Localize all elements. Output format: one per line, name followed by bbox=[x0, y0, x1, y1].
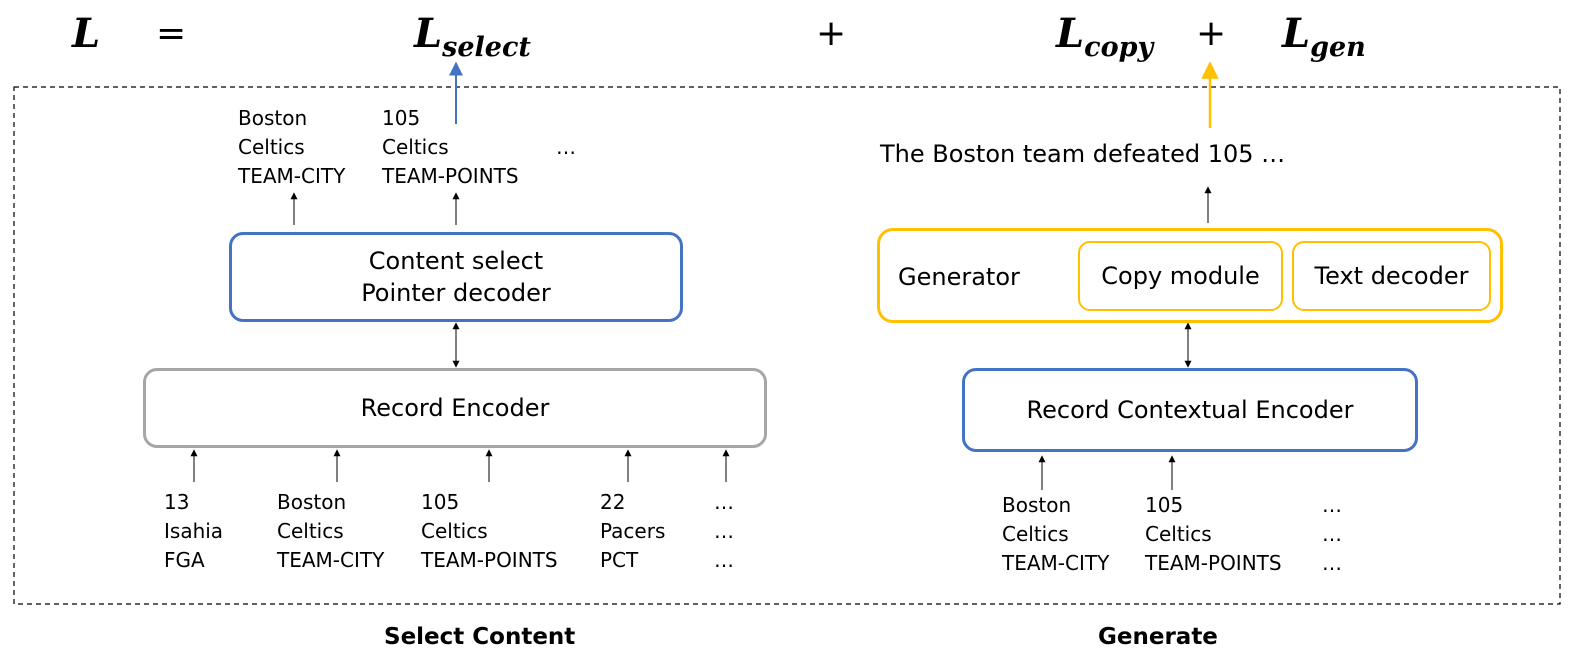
text-decoder-box: Text decoder bbox=[1292, 241, 1491, 311]
outer-dashed-frame bbox=[13, 86, 1561, 605]
loss-copy: Lcopy bbox=[1056, 10, 1154, 63]
generator-box: Generator Copy module Text decoder bbox=[877, 228, 1503, 323]
select-output-ellipsis: … bbox=[556, 135, 576, 159]
record-encoder-box: Record Encoder bbox=[143, 368, 767, 448]
record-encoder-label: Record Encoder bbox=[360, 394, 550, 422]
text-decoder-label: Text decoder bbox=[1314, 262, 1469, 290]
copy-module-box: Copy module bbox=[1078, 241, 1283, 311]
plus-sign-1: + bbox=[816, 13, 847, 54]
select-content-caption: Select Content bbox=[384, 624, 576, 650]
pointer-decoder-line2: Pointer decoder bbox=[361, 279, 551, 307]
equals-sign: = bbox=[156, 13, 187, 54]
select-input-5: ……… bbox=[714, 490, 734, 572]
generator-label: Generator bbox=[898, 263, 1020, 291]
generate-caption: Generate bbox=[1098, 624, 1218, 650]
pointer-decoder-line1: Content select bbox=[368, 247, 544, 275]
record-contextual-encoder-box: Record Contextual Encoder bbox=[962, 368, 1418, 452]
copy-module-label: Copy module bbox=[1101, 262, 1260, 290]
loss-select: Lselect bbox=[414, 10, 531, 63]
record-contextual-encoder-label: Record Contextual Encoder bbox=[1026, 396, 1354, 424]
gen-input-3: ……… bbox=[1322, 493, 1342, 575]
loss-total: L bbox=[72, 10, 101, 57]
loss-gen: Lgen bbox=[1282, 10, 1366, 63]
generated-text: The Boston team defeated 105 … bbox=[880, 140, 1286, 168]
plus-sign-2: + bbox=[1196, 13, 1227, 54]
